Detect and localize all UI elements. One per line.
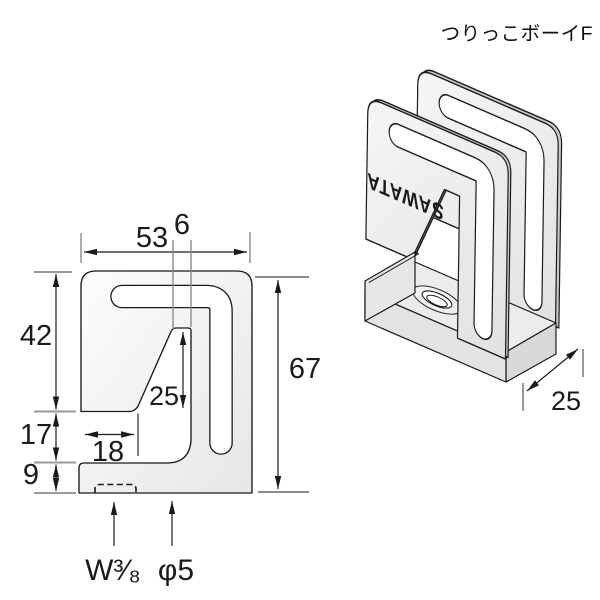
callout-thread: W³⁄₈ [85,502,141,587]
dim-width-value: 53 [136,222,168,254]
part-profile [78,270,253,494]
back-plate-hook-slot [439,95,544,310]
product-title: つりっこボーイF [441,23,593,45]
dim-mouth-height-value: 17 [20,419,52,451]
front-plate-hook-slot [389,124,494,339]
dim-slot-value: 6 [174,209,190,241]
thread-size-label: W³⁄₈ [85,554,141,587]
dimensioned-view-2d: 53 6 42 17 9 67 [20,209,321,587]
hole-diameter-label: φ5 [158,554,194,587]
dimension-depth-25: 25 [522,348,584,416]
dim-depth-value: 25 [551,386,581,416]
dimension-total-height-67: 67 [255,276,321,493]
dimension-width-53: 53 [80,222,251,263]
pictorial-view-3d: SAWATA 25 [364,69,584,416]
dim-seat-height-value: 25 [149,381,179,411]
dim-upper-height-value: 42 [20,320,52,352]
dimension-seat-height-25: 25 [149,332,187,411]
dim-base-height-value: 9 [23,459,39,491]
hanger-bolt-hole-burring [426,294,448,308]
hook-slot [111,286,232,454]
dim-jaw-depth-value: 18 [92,436,124,468]
dimension-slot-6: 6 [172,209,192,329]
dim-total-height-value: 67 [289,353,321,385]
hidden-thread-boss [94,483,137,493]
dimension-left-stack: 42 17 9 [20,271,76,494]
base-left-lip [364,251,420,322]
callout-hole: φ5 [158,501,194,587]
dimension-jaw-depth-18: 18 [85,413,139,468]
